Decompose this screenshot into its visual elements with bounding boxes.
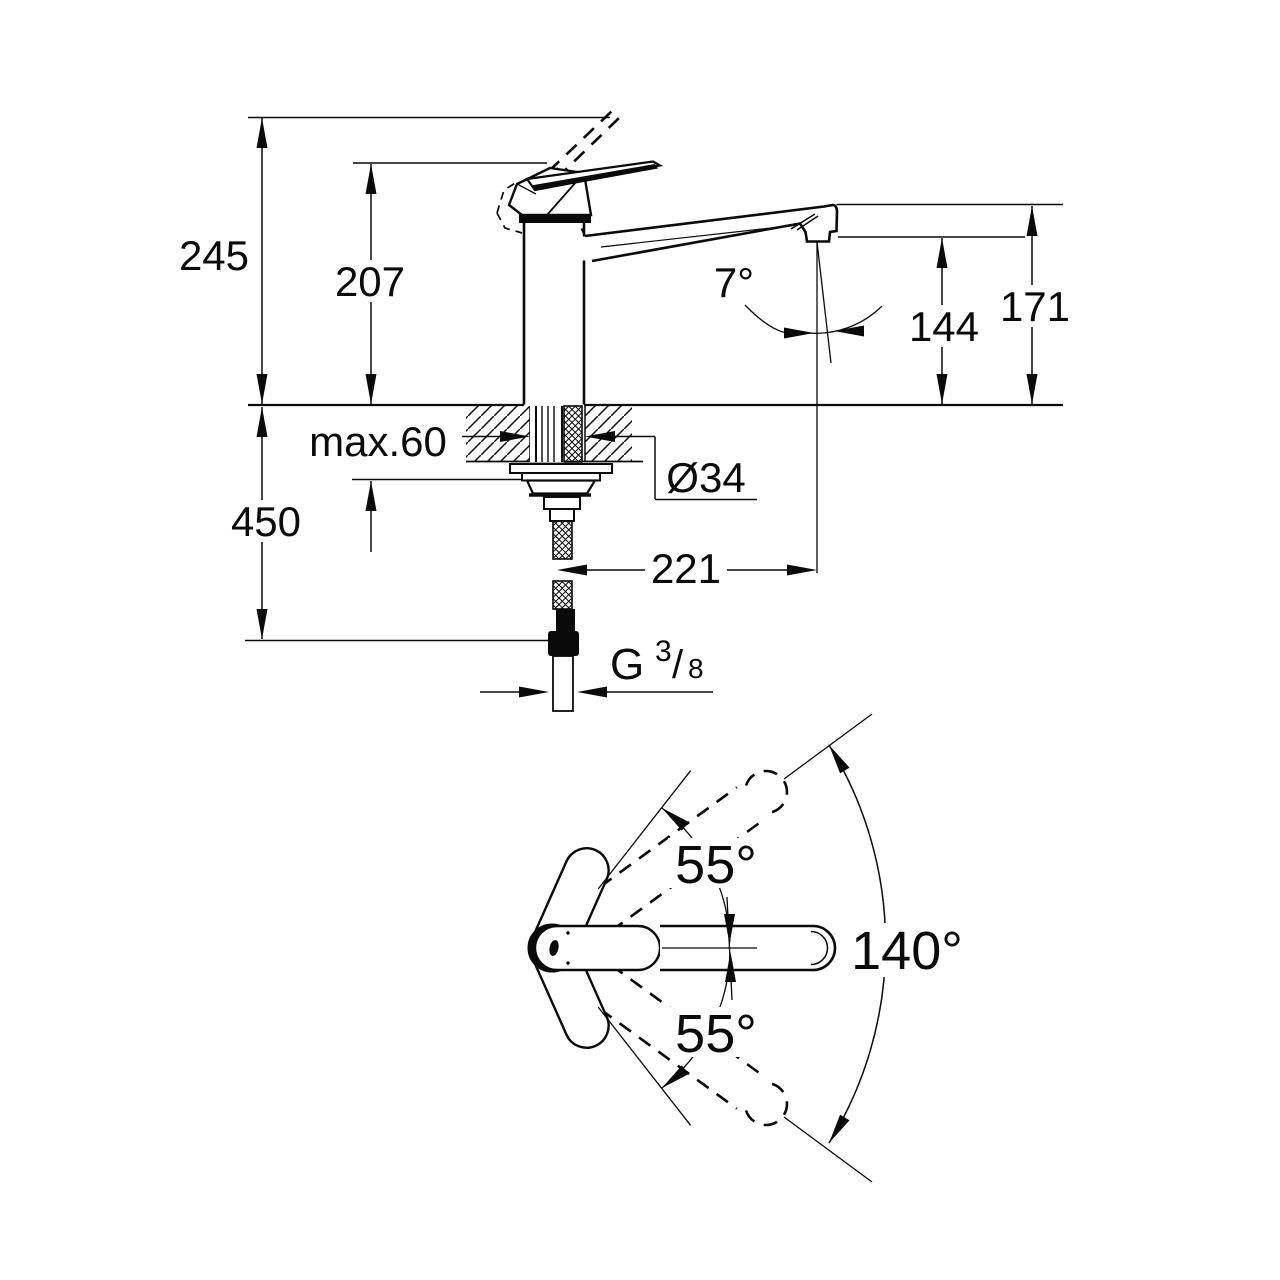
dome-base-band	[519, 214, 591, 223]
overall-height-label: 245	[179, 232, 249, 279]
spout-highlight	[600, 224, 799, 248]
pin-dot	[566, 931, 570, 935]
top-view-labels: 55° 55° 140°	[668, 835, 970, 1064]
connection-slash: /	[672, 643, 684, 687]
dim-arrow	[829, 745, 850, 774]
dim-arrow	[829, 1114, 850, 1143]
dim-arrow	[661, 807, 689, 831]
connection-size-label: G 3 / 8	[610, 635, 704, 689]
connection-denominator: 8	[688, 653, 704, 684]
dim-arrow	[661, 1065, 689, 1089]
faucet-top-outline	[527, 923, 837, 973]
hose-length-label: 450	[231, 498, 301, 545]
hose-ferrule	[556, 609, 575, 631]
faucet-side-outline	[496, 110, 839, 405]
dim-arrow	[1026, 206, 1038, 236]
outlet-height-label: 144	[909, 303, 979, 350]
flex-hose-lower	[552, 580, 573, 610]
dim-arrow	[834, 325, 864, 337]
dim-arrow	[936, 374, 948, 404]
reference-lines	[245, 116, 1063, 642]
dim-arrow	[936, 238, 948, 268]
mounting-flange-2	[521, 472, 601, 482]
dim-arrow	[557, 564, 587, 576]
hole-diameter-label: Ø34	[666, 454, 745, 501]
dim-arrow	[365, 374, 377, 404]
dimension-arrows	[256, 118, 1038, 698]
dim-arrow	[725, 952, 736, 982]
body-column-fill	[524, 221, 584, 405]
dim-arrow	[256, 609, 268, 639]
dim-arrow	[256, 118, 268, 148]
connection-pipe	[552, 655, 574, 712]
handle-dot	[549, 940, 559, 956]
handle-open-dashed	[548, 110, 620, 179]
swivel-total-label: 140°	[851, 921, 963, 981]
mounting-flange	[509, 463, 613, 474]
lever-underside	[531, 164, 658, 191]
dim-arrow	[724, 914, 735, 944]
body-height-label: 207	[335, 258, 405, 305]
dim-arrow	[784, 327, 814, 339]
dim-arrow	[787, 564, 817, 576]
spout-arm-inner-cap	[810, 930, 829, 966]
dome-facet-2	[516, 183, 537, 195]
handle-hidden-dashed	[496, 181, 523, 234]
flex-hose-upper	[552, 520, 573, 560]
swivel-lower-label: 55°	[675, 1004, 757, 1064]
dim-arrow	[256, 374, 268, 404]
mounting-nut	[525, 479, 597, 495]
connection-numerator: 3	[655, 635, 672, 668]
spout-head-chevron	[790, 213, 819, 231]
side-view-labels: 245 207 450 max.60 Ø34 221 144 171 7° G …	[179, 232, 1073, 689]
dim-arrow	[585, 431, 615, 442]
dim-arrow	[256, 407, 268, 437]
dim-arrow	[365, 164, 377, 194]
outlet-angle-label: 7°	[714, 259, 754, 306]
spout-reach-label: 221	[651, 545, 721, 592]
dim-arrow	[1026, 374, 1038, 404]
dim-arrow	[365, 481, 377, 511]
pin-dot	[566, 961, 570, 965]
connection-prefix: G	[610, 640, 644, 689]
dim-arrow	[500, 431, 530, 442]
counter-hatch-left	[466, 406, 530, 461]
max-thickness-label: max.60	[309, 418, 447, 465]
spout-cap-upper-dashed	[744, 769, 789, 815]
spout-top-height-label: 171	[1000, 283, 1070, 330]
top-view: 55° 55° 140°	[527, 713, 970, 1183]
hose-in-counter	[563, 405, 583, 463]
shank-end-2	[549, 508, 575, 522]
hose-nut	[548, 631, 579, 656]
spout-cap-lower-dashed	[744, 1081, 789, 1127]
swivel-upper-label: 55°	[675, 835, 757, 895]
spout-root-notch	[580, 228, 586, 237]
shank-end	[543, 496, 581, 510]
countertop-section	[248, 403, 1063, 463]
mounting-hardware	[509, 405, 613, 712]
shank-threads	[541, 406, 555, 462]
side-view: 245 207 450 max.60 Ø34 221 144 171 7° G …	[179, 110, 1073, 712]
spout	[584, 203, 839, 263]
dim-arrow	[577, 686, 607, 698]
dim-arrow	[519, 686, 549, 698]
